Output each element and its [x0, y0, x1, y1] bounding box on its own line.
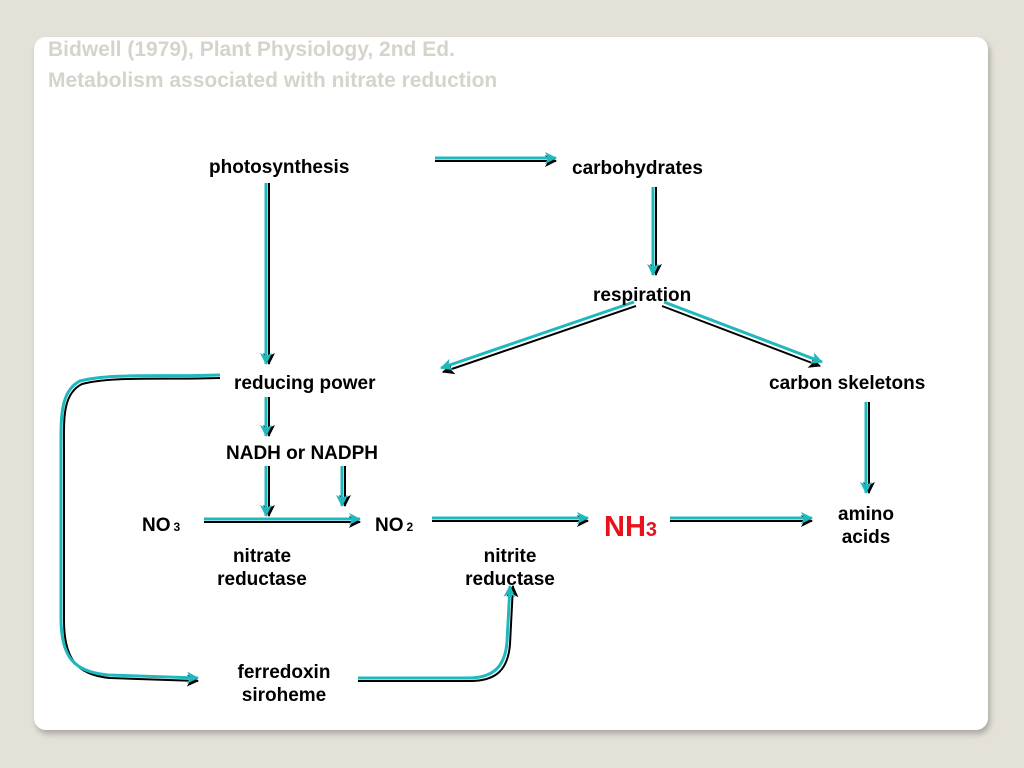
- node-amino-acids: amino acids: [826, 503, 906, 549]
- no2-label: NO: [375, 515, 404, 536]
- arrow-ferredoxin-nitrite-reductase: [358, 585, 519, 682]
- arrow-no2-nh3: [432, 512, 589, 527]
- ferredoxin-line-2: siroheme: [241, 685, 327, 706]
- node-nitrite-reductase: nitrite reductase: [452, 545, 568, 591]
- node-carbon-skeletons: carbon skeletons: [769, 373, 926, 394]
- no3-label: NO: [142, 515, 171, 536]
- node-photosynthesis: photosynthesis: [209, 157, 350, 178]
- arrow-carbohydrates-respiration: [647, 187, 662, 276]
- arrow-nadh-no2: [336, 466, 351, 507]
- ferredoxin-line-1: ferredoxin: [237, 662, 331, 683]
- arrow-icon: [358, 585, 516, 680]
- amino-acids-line-1: amino: [838, 504, 894, 525]
- arrow-respiration-reducing-power: [440, 300, 637, 375]
- node-nadh-or-nadph: NADH or NADPH: [226, 443, 378, 464]
- slide-title-line-2: Metabolism associated with nitrate reduc…: [48, 69, 498, 92]
- nitrate-reductase-line-2: reductase: [217, 569, 307, 590]
- arrow-photosynthesis-carbohydrates: [435, 152, 557, 167]
- nh3-subscript: 3: [645, 519, 658, 541]
- arrow-nh3-amino-acids: [670, 512, 813, 527]
- arrow-nadh-nitrate-reductase: [260, 466, 275, 517]
- arrow-icon: [663, 300, 823, 364]
- nitrate-reductase-line-1: nitrate: [232, 546, 292, 567]
- arrow-icon: [661, 305, 821, 368]
- nh3-label: NH: [604, 511, 646, 543]
- nitrite-reductase-line-1: nitrite: [483, 546, 537, 567]
- arrow-carbon-skeletons-amino-acids: [860, 402, 875, 494]
- node-nitrate-reductase: nitrate reductase: [204, 545, 320, 591]
- arrow-no3-no2: [204, 513, 361, 528]
- nitrite-reductase-line-2: reductase: [465, 569, 555, 590]
- no3-subscript: 3: [173, 520, 181, 534]
- arrow-icon: [442, 305, 637, 375]
- arrow-respiration-carbon-skeletons: [661, 300, 823, 368]
- arrow-reducing-power-ferredoxin: [59, 373, 221, 687]
- slide-title-line-1: Bidwell (1979), Plant Physiology, 2nd Ed…: [48, 38, 455, 61]
- node-carbohydrates: carbohydrates: [572, 158, 703, 179]
- node-nh3: NH3: [604, 511, 657, 546]
- arrow-icon: [440, 300, 635, 371]
- amino-acids-line-2: acids: [841, 527, 891, 548]
- arrow-reducing-power-nadh: [260, 397, 275, 437]
- node-reducing-power: reducing power: [234, 373, 376, 394]
- arrow-icon: [358, 585, 519, 682]
- arrow-photosynthesis-reducing-power: [260, 183, 275, 365]
- node-respiration: respiration: [593, 285, 692, 306]
- node-ferredoxin-siroheme: ferredoxin siroheme: [222, 661, 346, 707]
- no2-subscript: 2: [406, 520, 414, 534]
- arrow-icon: [59, 373, 221, 684]
